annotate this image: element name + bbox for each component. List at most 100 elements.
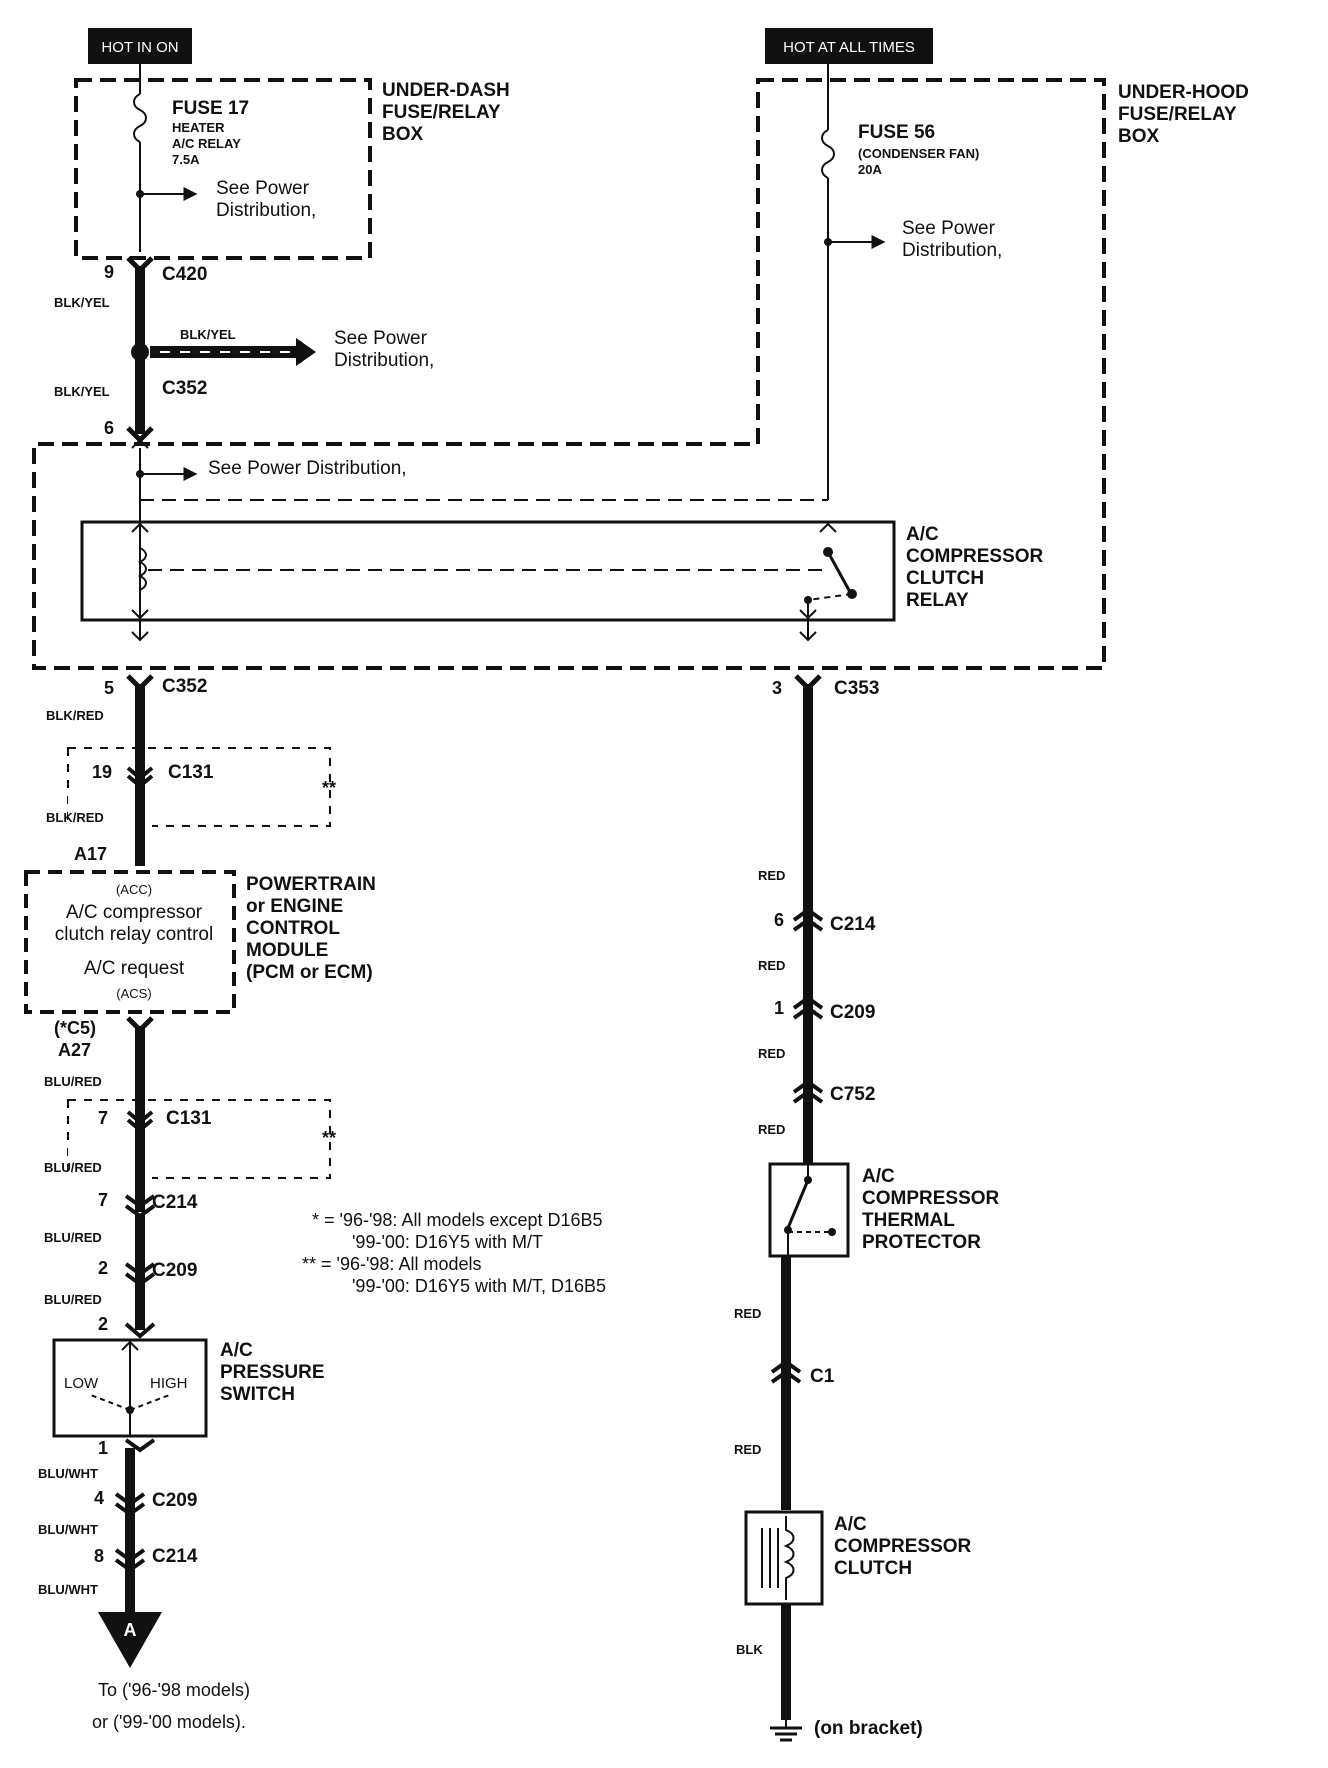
svg-text:A27: A27 bbox=[58, 1040, 91, 1060]
svg-text:COMPRESSOR: COMPRESSOR bbox=[834, 1536, 972, 1557]
svg-text:20A: 20A bbox=[858, 162, 882, 177]
relay-coil bbox=[137, 547, 147, 591]
svg-text:3: 3 bbox=[772, 678, 782, 698]
under-dash-box-outline bbox=[74, 78, 372, 260]
thermal-protector-label: A/C COMPRESSOR THERMAL PROTECTOR bbox=[862, 1166, 1000, 1253]
c131-connector-a bbox=[126, 766, 154, 789]
svg-text:MODULE: MODULE bbox=[246, 940, 328, 961]
svg-text:(ACC): (ACC) bbox=[116, 882, 152, 897]
pcm-box bbox=[24, 870, 236, 1014]
svg-text:BOX: BOX bbox=[1118, 126, 1160, 147]
svg-text:See Power: See Power bbox=[216, 178, 310, 199]
c131-box-a bbox=[67, 747, 331, 827]
c209-connector-right bbox=[792, 995, 824, 1020]
svg-text:RED: RED bbox=[758, 1046, 785, 1061]
svg-text:HOT IN ON: HOT IN ON bbox=[101, 39, 178, 56]
svg-text:CLUTCH: CLUTCH bbox=[906, 568, 984, 589]
svg-text:1: 1 bbox=[774, 998, 784, 1018]
svg-text:C131: C131 bbox=[168, 762, 214, 783]
svg-text:Distribution,: Distribution, bbox=[902, 240, 1002, 261]
svg-text:C214: C214 bbox=[152, 1546, 198, 1567]
svg-text:C420: C420 bbox=[162, 264, 207, 285]
svg-text:or ('99-'00 models).: or ('99-'00 models). bbox=[92, 1712, 246, 1732]
svg-text:To ('96-'98 models): To ('96-'98 models) bbox=[98, 1680, 250, 1700]
pressure-switch-label: A/C PRESSURE SWITCH bbox=[220, 1340, 325, 1405]
continuation-text: To ('96-'98 models) or ('99-'00 models). bbox=[92, 1680, 250, 1732]
svg-text:RED: RED bbox=[734, 1306, 761, 1321]
svg-text:A17: A17 bbox=[74, 844, 107, 864]
svg-text:A/C request: A/C request bbox=[84, 958, 185, 979]
splice-point bbox=[131, 343, 149, 361]
svg-text:UNDER-HOOD: UNDER-HOOD bbox=[1118, 82, 1249, 103]
svg-text:or ENGINE: or ENGINE bbox=[246, 896, 343, 917]
svg-text:(ACS): (ACS) bbox=[116, 986, 151, 1001]
svg-text:BLU/RED: BLU/RED bbox=[44, 1292, 102, 1307]
ac-compressor-clutch-relay bbox=[80, 520, 896, 622]
svg-text:CLUTCH: CLUTCH bbox=[834, 1558, 912, 1579]
footnotes: * = '96-'98: All models except D16B5 '99… bbox=[302, 1210, 606, 1296]
svg-text:C131: C131 bbox=[166, 1108, 212, 1129]
svg-text:2: 2 bbox=[98, 1314, 108, 1334]
c214-connector-right bbox=[792, 907, 824, 932]
svg-text:BOX: BOX bbox=[382, 124, 424, 145]
compressor-clutch bbox=[744, 1510, 824, 1606]
svg-text:A/C RELAY: A/C RELAY bbox=[172, 136, 241, 151]
svg-text:RED: RED bbox=[758, 1122, 785, 1137]
svg-text:C214: C214 bbox=[830, 914, 876, 935]
under-hood-box-outline bbox=[32, 78, 1106, 670]
svg-text:C209: C209 bbox=[152, 1260, 197, 1281]
svg-text:1: 1 bbox=[98, 1438, 108, 1458]
svg-text:8: 8 bbox=[94, 1546, 104, 1566]
svg-text:C209: C209 bbox=[830, 1002, 875, 1023]
svg-text:RED: RED bbox=[758, 958, 785, 973]
svg-text:FUSE 56: FUSE 56 bbox=[858, 122, 935, 143]
c214-connector-lower bbox=[114, 1548, 146, 1573]
svg-text:BLU/WHT: BLU/WHT bbox=[38, 1582, 98, 1597]
fuse-17-label: FUSE 17 HEATER A/C RELAY 7.5A bbox=[172, 98, 249, 167]
see-power-fuse17: See Power Distribution, bbox=[216, 178, 316, 221]
clutch-coil bbox=[783, 1516, 795, 1600]
svg-text:POWERTRAIN: POWERTRAIN bbox=[246, 874, 376, 895]
svg-text:A/C: A/C bbox=[220, 1340, 253, 1361]
under-dash-label: UNDER-DASH FUSE/RELAY BOX bbox=[382, 80, 510, 145]
svg-text:HIGH: HIGH bbox=[150, 1375, 188, 1392]
svg-text:C1: C1 bbox=[810, 1366, 835, 1387]
svg-text:(on bracket): (on bracket) bbox=[814, 1718, 923, 1739]
svg-text:FUSE/RELAY: FUSE/RELAY bbox=[382, 102, 501, 123]
see-power-splice: See Power Distribution, bbox=[334, 328, 434, 371]
svg-text:BLK/YEL: BLK/YEL bbox=[180, 327, 236, 342]
svg-text:BLK/RED: BLK/RED bbox=[46, 708, 104, 723]
under-hood-label: UNDER-HOOD FUSE/RELAY BOX bbox=[1118, 82, 1249, 147]
svg-text:(PCM or ECM): (PCM or ECM) bbox=[246, 962, 373, 983]
svg-text:**: ** bbox=[322, 1128, 336, 1148]
pcm-functions: (ACC) A/C compressor clutch relay contro… bbox=[55, 882, 213, 1001]
svg-text:**: ** bbox=[322, 778, 336, 798]
svg-text:19: 19 bbox=[92, 762, 112, 782]
hot-in-on-tag: HOT IN ON bbox=[88, 28, 192, 64]
svg-text:7: 7 bbox=[98, 1190, 108, 1210]
svg-text:PRESSURE: PRESSURE bbox=[220, 1362, 325, 1383]
svg-text:BLU/WHT: BLU/WHT bbox=[38, 1466, 98, 1481]
svg-text:'99-'00: D16Y5 with M/T, D16B5: '99-'00: D16Y5 with M/T, D16B5 bbox=[352, 1276, 606, 1296]
svg-text:COMPRESSOR: COMPRESSOR bbox=[862, 1188, 1000, 1209]
svg-text:5: 5 bbox=[104, 678, 114, 698]
svg-text:See Power: See Power bbox=[902, 218, 996, 239]
relay-label: A/C COMPRESSOR CLUTCH RELAY bbox=[906, 524, 1044, 611]
fuse-56-symbol bbox=[821, 129, 835, 179]
svg-text:RED: RED bbox=[734, 1442, 761, 1457]
svg-text:A/C compressor: A/C compressor bbox=[66, 902, 203, 923]
c131-box-b bbox=[67, 1099, 331, 1179]
svg-text:(*C5): (*C5) bbox=[54, 1018, 96, 1038]
c209-connector bbox=[124, 1262, 156, 1287]
svg-text:LOW: LOW bbox=[64, 1375, 99, 1392]
pcm-label: POWERTRAIN or ENGINE CONTROL MODULE (PCM… bbox=[246, 874, 376, 983]
svg-text:BLK/YEL: BLK/YEL bbox=[54, 384, 110, 399]
svg-text:'99-'00: D16Y5 with M/T: '99-'00: D16Y5 with M/T bbox=[352, 1232, 543, 1252]
svg-text:BLK/RED: BLK/RED bbox=[46, 810, 104, 825]
svg-text:(CONDENSER FAN): (CONDENSER FAN) bbox=[858, 146, 979, 161]
svg-text:UNDER-DASH: UNDER-DASH bbox=[382, 80, 510, 101]
hot-at-all-times-tag: HOT AT ALL TIMES bbox=[765, 28, 933, 64]
svg-text:Distribution,: Distribution, bbox=[216, 200, 316, 221]
svg-text:4: 4 bbox=[94, 1488, 104, 1508]
